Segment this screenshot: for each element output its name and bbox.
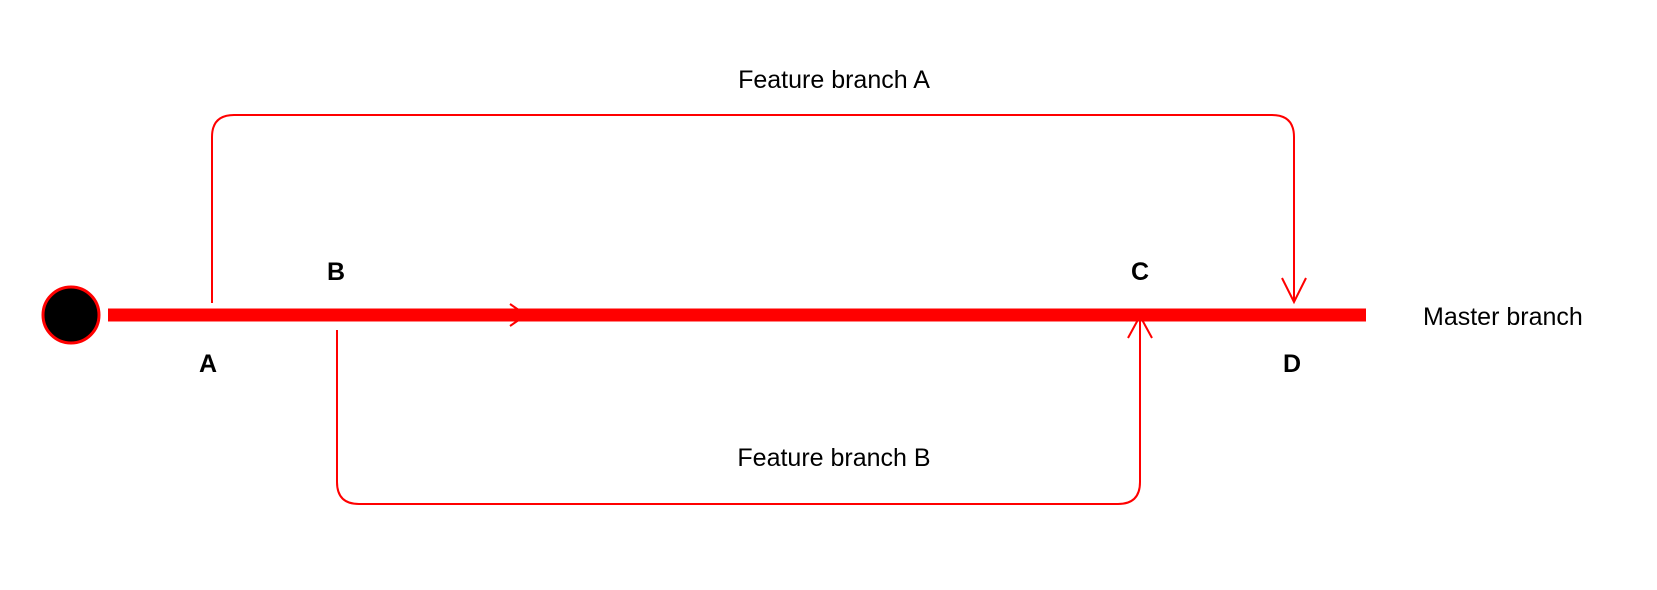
point-label-a: A [199, 350, 217, 378]
master-branch-label: Master branch [1423, 303, 1583, 331]
feature-branch-a-label: Feature branch A [738, 66, 930, 94]
feature-branch-b-label: Feature branch B [737, 444, 930, 472]
point-label-c: C [1131, 258, 1149, 286]
start-node-icon [41, 285, 101, 345]
feature-branch-b-line [336, 318, 1141, 505]
feature-branch-a-arrowhead [1281, 277, 1307, 305]
master-branch-arrowhead [509, 303, 528, 327]
feature-branch-a-line [211, 114, 1295, 303]
point-label-d: D [1283, 350, 1301, 378]
point-label-b: B [327, 258, 345, 286]
